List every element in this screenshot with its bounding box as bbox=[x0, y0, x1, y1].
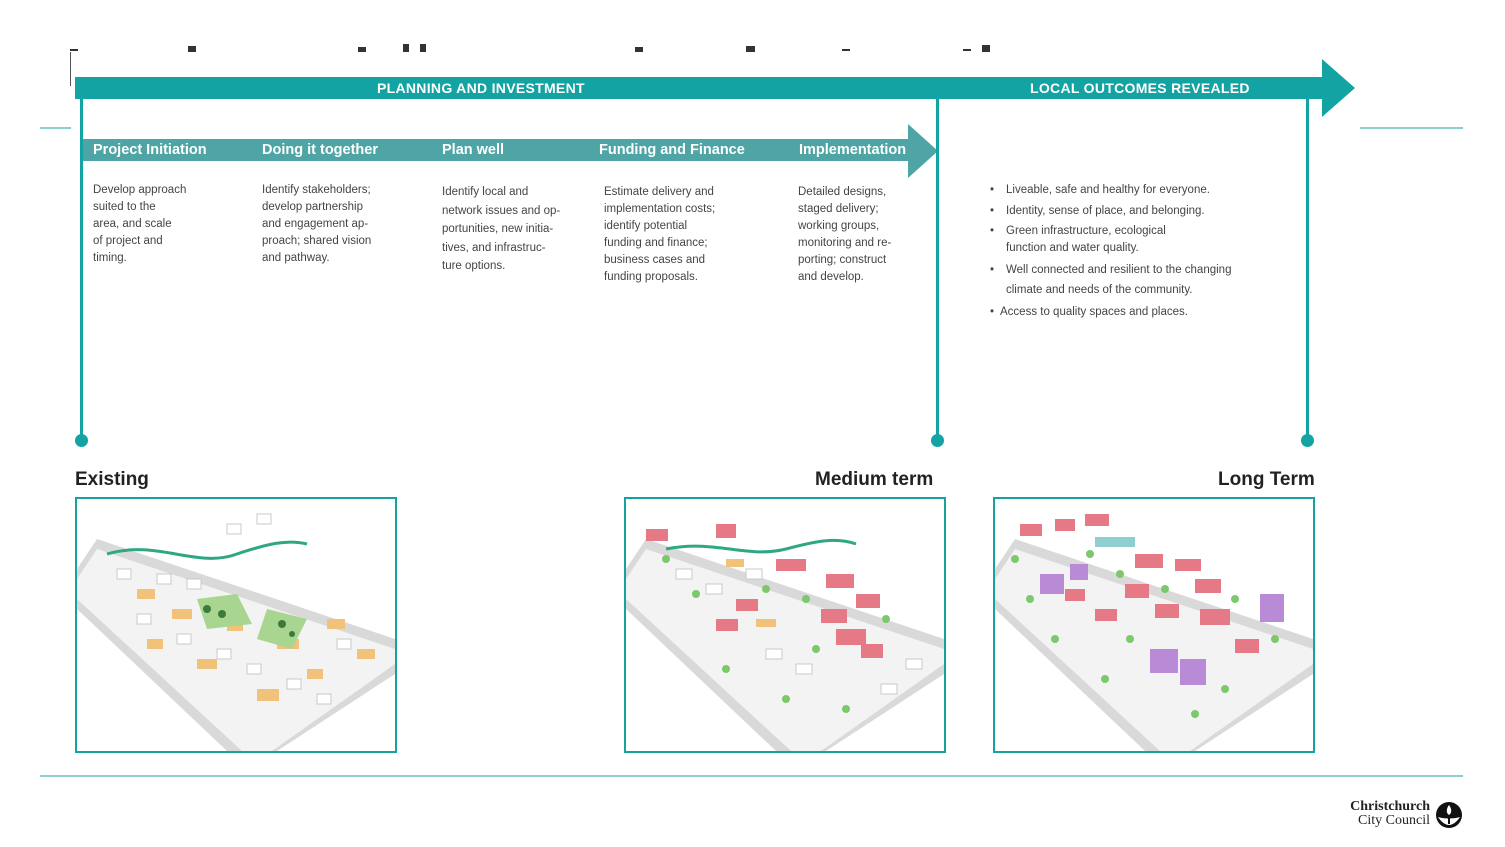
stage-title-long-term: Long Term bbox=[1218, 469, 1315, 490]
cut-off-title-fragment bbox=[70, 44, 990, 52]
desc-line: Detailed designs, bbox=[798, 186, 887, 198]
left-guide-line bbox=[40, 127, 71, 129]
desc-line: of project and bbox=[93, 235, 163, 247]
desc-line: timing. bbox=[93, 252, 127, 264]
timeline-dot-existing bbox=[75, 434, 88, 447]
desc-line: proach; shared vision bbox=[262, 235, 372, 247]
phase-arrowhead bbox=[908, 124, 938, 178]
phase-banner bbox=[82, 139, 910, 161]
desc-line: business cases and bbox=[604, 254, 706, 266]
phase-title-plan-well: Plan well bbox=[442, 142, 505, 158]
outcome-item: Liveable, safe and healthy for everyone. bbox=[988, 182, 1288, 199]
phase-title-project-initiation: Project Initiation bbox=[93, 142, 207, 158]
desc-line: monitoring and re- bbox=[798, 237, 892, 249]
medium-term-aerial-image bbox=[624, 497, 946, 753]
existing-aerial-image bbox=[75, 497, 397, 753]
phase-desc-funding-finance: Estimate delivery and implementation cos… bbox=[604, 184, 715, 286]
outcome-item: Green infrastructure, ecological functio… bbox=[988, 223, 1206, 256]
logo-line-1: Christchurch bbox=[1350, 799, 1430, 814]
stage-title-existing: Existing bbox=[75, 469, 149, 490]
local-outcomes-label: LOCAL OUTCOMES REVEALED bbox=[1030, 80, 1250, 96]
long-term-aerial-image bbox=[993, 497, 1315, 753]
desc-line: network issues and op- bbox=[442, 204, 561, 217]
right-guide-line bbox=[1360, 127, 1463, 129]
desc-line: suited to the bbox=[93, 201, 156, 213]
outcome-item: Well connected and resilient to the chan… bbox=[988, 260, 1271, 300]
desc-line: Estimate delivery and bbox=[604, 186, 714, 198]
timeline-marker-long bbox=[1306, 99, 1309, 439]
phase-desc-implementation: Detailed designs, staged delivery; worki… bbox=[798, 184, 891, 286]
phase-title-funding-finance: Funding and Finance bbox=[599, 142, 745, 158]
desc-line: working groups, bbox=[798, 220, 880, 232]
desc-line: Identify local and bbox=[442, 186, 529, 198]
desc-line: Develop approach bbox=[93, 184, 187, 196]
council-emblem-icon bbox=[1436, 802, 1462, 828]
planning-investment-label: PLANNING AND INVESTMENT bbox=[377, 80, 585, 96]
timeline-arrowhead bbox=[1322, 59, 1355, 117]
desc-line: implementation costs; bbox=[604, 203, 716, 215]
footer-divider bbox=[40, 775, 1463, 777]
desc-line: staged delivery; bbox=[798, 203, 879, 215]
timeline-banner bbox=[75, 77, 1325, 99]
desc-line: ture options. bbox=[442, 260, 506, 272]
desc-line: and engagement ap- bbox=[262, 218, 369, 230]
timeline-dot-medium bbox=[931, 434, 944, 447]
timeline-dot-long bbox=[1301, 434, 1314, 447]
desc-line: identify potential bbox=[604, 220, 688, 232]
stage-title-medium-term: Medium term bbox=[815, 469, 934, 490]
logo-line-2: City Council bbox=[1358, 813, 1430, 828]
timeline-marker-existing bbox=[80, 99, 83, 439]
phase-title-implementation: Implementation bbox=[799, 142, 907, 158]
desc-line: funding proposals. bbox=[604, 271, 698, 283]
timeline-marker-medium bbox=[936, 99, 939, 439]
outcome-item: Identity, sense of place, and belonging. bbox=[988, 203, 1288, 220]
desc-line: and pathway. bbox=[262, 252, 330, 264]
desc-line: funding and finance; bbox=[604, 237, 708, 249]
phase-title-doing-it-together: Doing it together bbox=[262, 142, 378, 158]
desc-line: porting; construct bbox=[798, 254, 887, 266]
outcomes-list: Liveable, safe and healthy for everyone.… bbox=[988, 182, 1288, 325]
bracket-mark bbox=[70, 52, 71, 86]
desc-line: portunities, new initia- bbox=[442, 223, 554, 235]
desc-line: develop partnership bbox=[262, 201, 364, 213]
outcome-item: Access to quality spaces and places. bbox=[988, 304, 1288, 321]
council-logo-text: Christchurch City Council bbox=[1350, 800, 1430, 828]
desc-line: tives, and infrastruc- bbox=[442, 241, 546, 254]
phase-desc-plan-well: Identify local and network issues and op… bbox=[442, 183, 560, 276]
phase-desc-doing-it-together: Identify stakeholders; develop partnersh… bbox=[262, 182, 371, 267]
desc-line: and develop. bbox=[798, 271, 864, 283]
desc-line: area, and scale bbox=[93, 218, 172, 230]
desc-line: Identify stakeholders; bbox=[262, 184, 371, 196]
phase-desc-project-initiation: Develop approach suited to the area, and… bbox=[93, 182, 186, 267]
